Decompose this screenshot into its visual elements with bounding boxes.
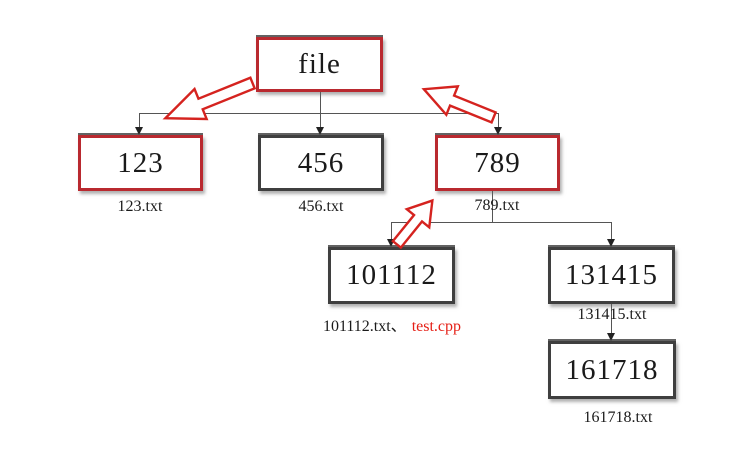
node-456: 456 <box>258 135 384 191</box>
arrowhead-down-icon <box>316 127 324 135</box>
node-789: 789 <box>435 135 560 191</box>
connector-131415-stem <box>611 304 612 333</box>
red-callout-arrow-down-left-icon <box>155 65 262 138</box>
connector-789-stem <box>492 191 493 222</box>
red-callout-arrow-up-left-icon <box>414 71 502 134</box>
node-101112: 101112 <box>328 247 455 304</box>
caption-101112-files: 101112.txt、 <box>322 318 407 335</box>
node-131415: 131415 <box>548 247 675 304</box>
node-file: file <box>256 37 383 92</box>
node-131415-label: 131415 <box>565 259 658 291</box>
connector-rail-level2 <box>391 222 611 223</box>
connector-drop-101112 <box>391 222 392 239</box>
connector-drop-123 <box>139 113 140 127</box>
caption-456: 456.txt <box>298 198 344 215</box>
connector-drop-131415 <box>611 222 612 239</box>
node-101112-label: 101112 <box>346 259 437 291</box>
caption-131415: 131415.txt <box>577 306 647 323</box>
caption-101112: 101112.txt、test.cpp <box>323 312 461 336</box>
node-456-label: 456 <box>297 146 345 179</box>
connector-rail-level1 <box>139 113 498 114</box>
connector-drop-789 <box>498 113 499 127</box>
node-123: 123 <box>78 135 203 191</box>
arrowhead-down-icon <box>387 239 395 247</box>
node-161718: 161718 <box>548 341 676 399</box>
arrowhead-down-icon <box>607 333 615 341</box>
arrowhead-down-icon <box>494 127 502 135</box>
node-123-label: 123 <box>117 146 164 179</box>
node-789-label: 789 <box>474 146 521 179</box>
caption-123: 123.txt <box>117 198 163 215</box>
connector-drop-456 <box>320 113 321 127</box>
caption-789: 789.txt <box>474 197 520 214</box>
node-161718-label: 161718 <box>565 353 659 386</box>
red-callout-arrow-up-right-icon <box>383 188 447 256</box>
caption-101112-highlight: test.cpp <box>411 318 462 335</box>
arrowhead-down-icon <box>607 239 615 247</box>
node-file-label: file <box>298 48 341 80</box>
arrowhead-down-icon <box>135 127 143 135</box>
connector-file-stem <box>320 92 321 113</box>
caption-161718: 161718.txt <box>583 409 653 426</box>
